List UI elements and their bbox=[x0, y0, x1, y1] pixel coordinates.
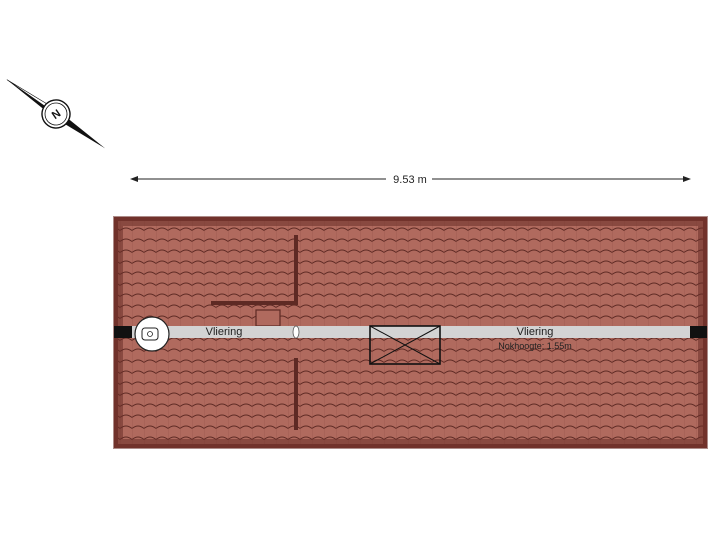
compass-icon bbox=[6, 79, 106, 149]
roof-divider bbox=[294, 358, 298, 430]
ridge-end-right bbox=[690, 326, 707, 338]
room-label: Vliering bbox=[517, 326, 554, 338]
room-ridge-height: Nokhoogte: 1.55m bbox=[498, 341, 572, 351]
roof-hatch bbox=[369, 325, 441, 365]
width-dimension: 9.53 m bbox=[130, 174, 691, 186]
roof-plan: Vliering Vliering Nokhoogte: 1.55m bbox=[113, 216, 708, 449]
chimney bbox=[255, 309, 281, 327]
roof-divider bbox=[294, 235, 298, 305]
roof-ridge bbox=[118, 326, 703, 338]
ridge-end-left bbox=[114, 326, 132, 338]
roof-divider bbox=[211, 301, 298, 305]
width-dimension-label: 9.53 m bbox=[393, 174, 427, 186]
roof-vent-icon bbox=[134, 316, 170, 352]
compass: N bbox=[6, 79, 106, 149]
ridge-post bbox=[292, 325, 300, 339]
room-label: Vliering bbox=[206, 326, 243, 338]
